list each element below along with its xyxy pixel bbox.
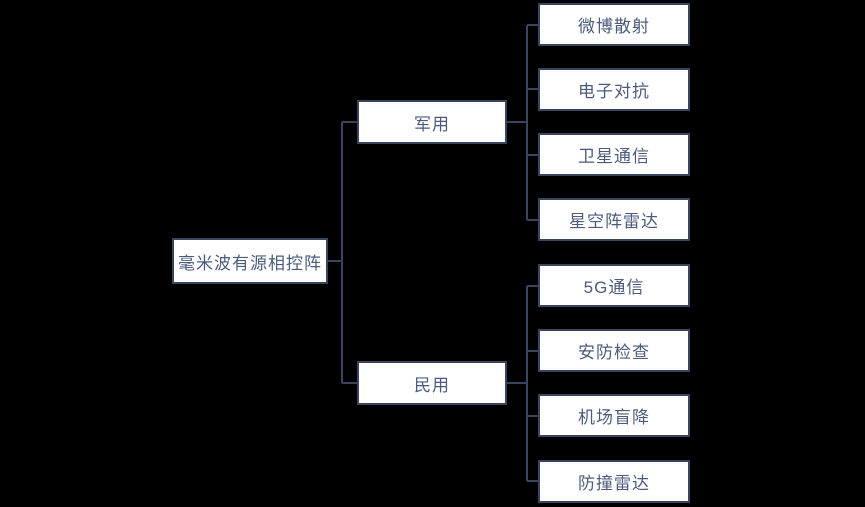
leaf-node-electronic-countermeasure[interactable]: 电子对抗: [538, 68, 690, 111]
leaf-node-5g-communication[interactable]: 5G通信: [538, 264, 690, 307]
leaf-node-security-inspection[interactable]: 安防检查: [538, 329, 690, 372]
root-node[interactable]: 毫米波有源相控阵: [172, 238, 328, 284]
branch-node-civil[interactable]: 民用: [357, 361, 507, 405]
branch-node-military[interactable]: 军用: [357, 100, 507, 144]
leaf-node-airport-blind-landing[interactable]: 机场盲降: [538, 394, 690, 437]
leaf-node-microwave-scattering[interactable]: 微博散射: [538, 3, 690, 46]
leaf-node-anti-collision-radar[interactable]: 防撞雷达: [538, 460, 690, 503]
leaf-node-satellite-communication[interactable]: 卫星通信: [538, 133, 690, 176]
leaf-node-star-array-radar[interactable]: 星空阵雷达: [538, 198, 690, 241]
